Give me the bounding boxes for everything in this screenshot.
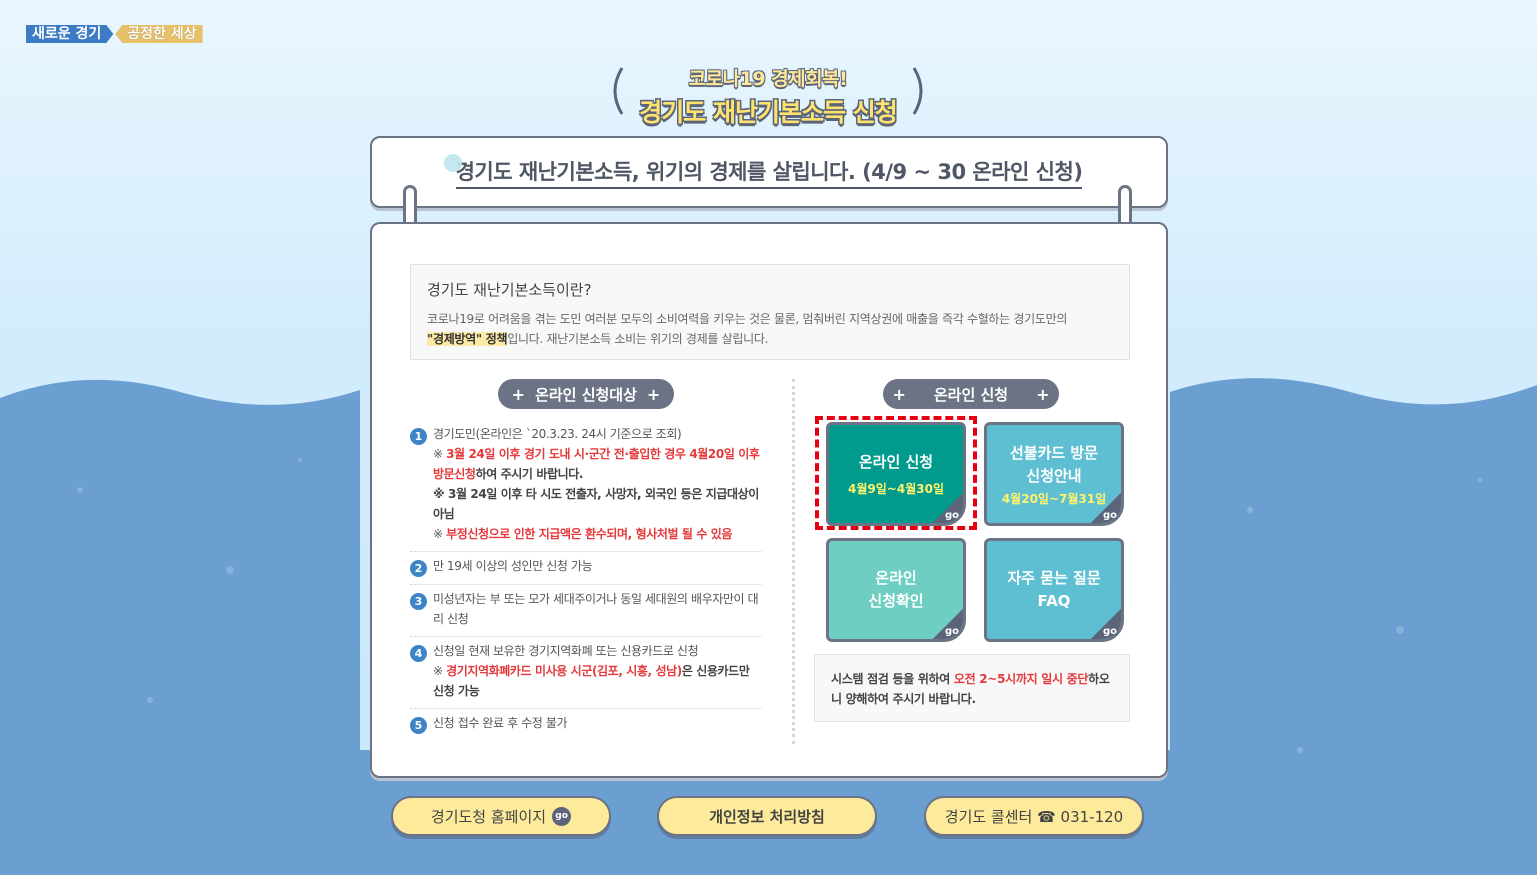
eligibility-header: + 온라인 신청대상 + xyxy=(498,379,674,409)
list-item: 3 미성년자는 부 또는 모가 세대주이거나 동일 세대원의 배우자만이 대리 … xyxy=(410,585,762,637)
brand-logo: 새로운 경기 공정한 세상 xyxy=(26,25,203,43)
intro-highlight: "경제방역" 정책 xyxy=(427,332,508,346)
left-bracket-icon xyxy=(613,67,624,115)
online-apply-button[interactable]: 온라인 신청 4월9일~4월30일 go xyxy=(826,422,966,526)
plus-icon: + xyxy=(892,384,906,404)
online-check-button[interactable]: 온라인 신청확인 go xyxy=(826,538,966,642)
go-corner-icon: go xyxy=(933,493,963,523)
main-card: 경기도 재난기본소득이란? 코로나19로 어려움을 겪는 도민 여러분 모두의 … xyxy=(370,222,1168,778)
item-number: 2 xyxy=(410,560,427,577)
banner-dot xyxy=(444,154,462,172)
intro-title: 경기도 재난기본소득이란? xyxy=(427,281,592,299)
intro-box: 경기도 재난기본소득이란? 코로나19로 어려움을 겪는 도민 여러분 모두의 … xyxy=(410,264,1130,360)
go-corner-icon: go xyxy=(933,609,963,639)
maintenance-notice: 시스템 점검 등을 위하여 오전 2~5시까지 일시 중단하오니 양해하여 주시… xyxy=(814,654,1130,722)
right-bracket-icon xyxy=(912,67,923,115)
item-number: 1 xyxy=(410,428,427,445)
go-corner-icon: go xyxy=(1091,609,1121,639)
faq-button[interactable]: 자주 묻는 질문 FAQ go xyxy=(984,538,1124,642)
brand-left: 새로운 경기 xyxy=(26,25,114,43)
headline-text: 경기도 재난기본소득, 위기의 경제를 살립니다. (4/9 ~ 30 온라인 … xyxy=(455,156,1083,189)
item-number: 5 xyxy=(410,717,427,734)
list-item: 4 신청일 현재 보유한 경기지역화폐 또는 신용카드로 신청 ※ 경기지역화폐… xyxy=(410,637,762,709)
hero-title: 코로나19 경제회복! 경기도 재난기본소득 신청 xyxy=(600,60,936,130)
hero-subtitle: 코로나19 경제회복! xyxy=(688,68,848,90)
hero-main-title: 경기도 재난기본소득 신청 xyxy=(639,98,897,127)
list-item: 5 신청 접수 완료 후 수정 불가 xyxy=(410,709,762,741)
homepage-button[interactable]: 경기도청 홈페이지 go xyxy=(391,796,611,836)
privacy-policy-button[interactable]: 개인정보 처리방침 xyxy=(657,796,877,836)
online-apply-header: + 온라인 신청 + xyxy=(883,379,1059,409)
plus-icon: + xyxy=(511,384,526,404)
brand-right: 공정한 세상 xyxy=(115,25,203,43)
item-number: 4 xyxy=(410,645,427,662)
go-icon: go xyxy=(552,806,572,826)
list-item: 1 경기도민(온라인은 `20.3.23. 24시 기준으로 조회) ※ 3월 … xyxy=(410,420,762,552)
plus-icon: + xyxy=(646,384,661,404)
go-corner-icon: go xyxy=(1091,493,1121,523)
eligibility-list: 1 경기도민(온라인은 `20.3.23. 24시 기준으로 조회) ※ 3월 … xyxy=(410,420,762,741)
list-item: 2 만 19세 이상의 성인만 신청 가능 xyxy=(410,552,762,585)
item-number: 3 xyxy=(410,593,427,610)
plus-icon: + xyxy=(1036,384,1050,404)
column-divider xyxy=(792,379,795,744)
call-center-button[interactable]: 경기도 콜센터 ☎ 031-120 xyxy=(924,796,1144,836)
headline-banner: 경기도 재난기본소득, 위기의 경제를 살립니다. (4/9 ~ 30 온라인 … xyxy=(370,136,1168,208)
highlight-dashed-box xyxy=(815,416,977,530)
intro-description: 코로나19로 어려움을 겪는 도민 여러분 모두의 소비여력을 키우는 것은 물… xyxy=(427,312,1068,346)
prepaid-visit-button[interactable]: 선불카드 방문 신청안내 4월20일~7월31일 go xyxy=(984,422,1124,526)
